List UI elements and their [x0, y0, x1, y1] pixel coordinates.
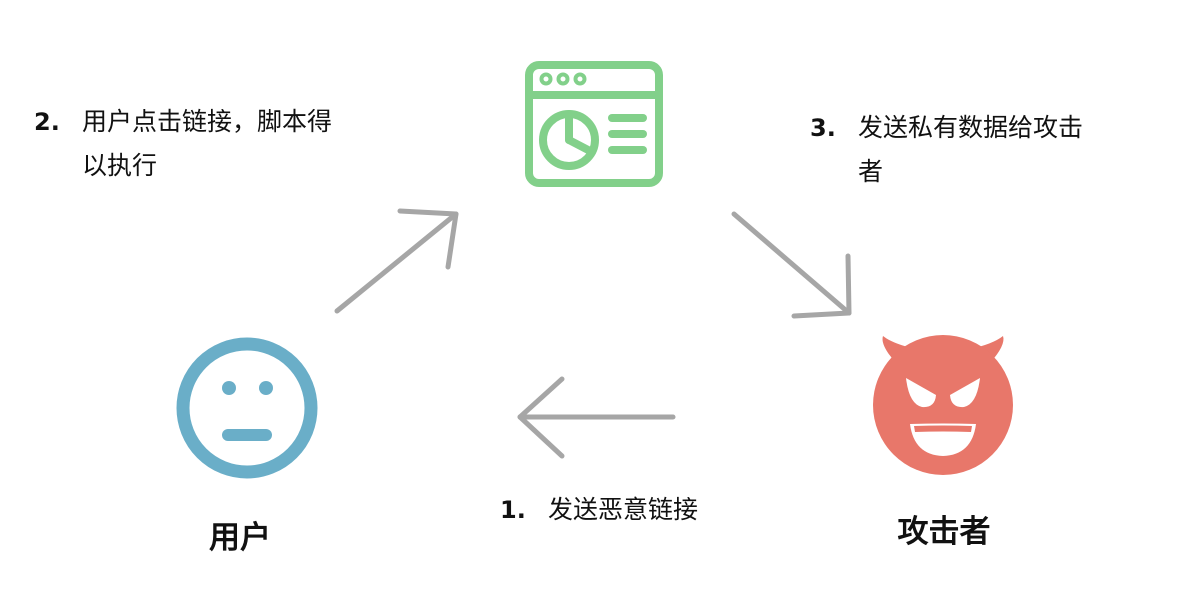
step-3-text: 发送私有数据给攻击者: [858, 113, 1084, 186]
step-2-number: 2.: [34, 108, 60, 136]
arrow-website-to-attacker: [731, 211, 852, 319]
neutral-face-icon: [176, 337, 318, 479]
step-3-number: 3.: [810, 114, 836, 142]
user-label: 用户: [209, 520, 271, 556]
attacker-label: 攻击者: [897, 514, 991, 550]
devil-face-icon: [873, 335, 1013, 475]
arrow-user-to-website: [334, 208, 459, 314]
arrow-attacker-to-user: [517, 376, 676, 459]
step-2-text: 用户点击链接，脚本得以执行: [82, 107, 333, 180]
browser-window-icon: [525, 61, 663, 187]
step-1-number: 1.: [500, 496, 526, 524]
step-1-text: 发送恶意链接: [548, 495, 699, 524]
